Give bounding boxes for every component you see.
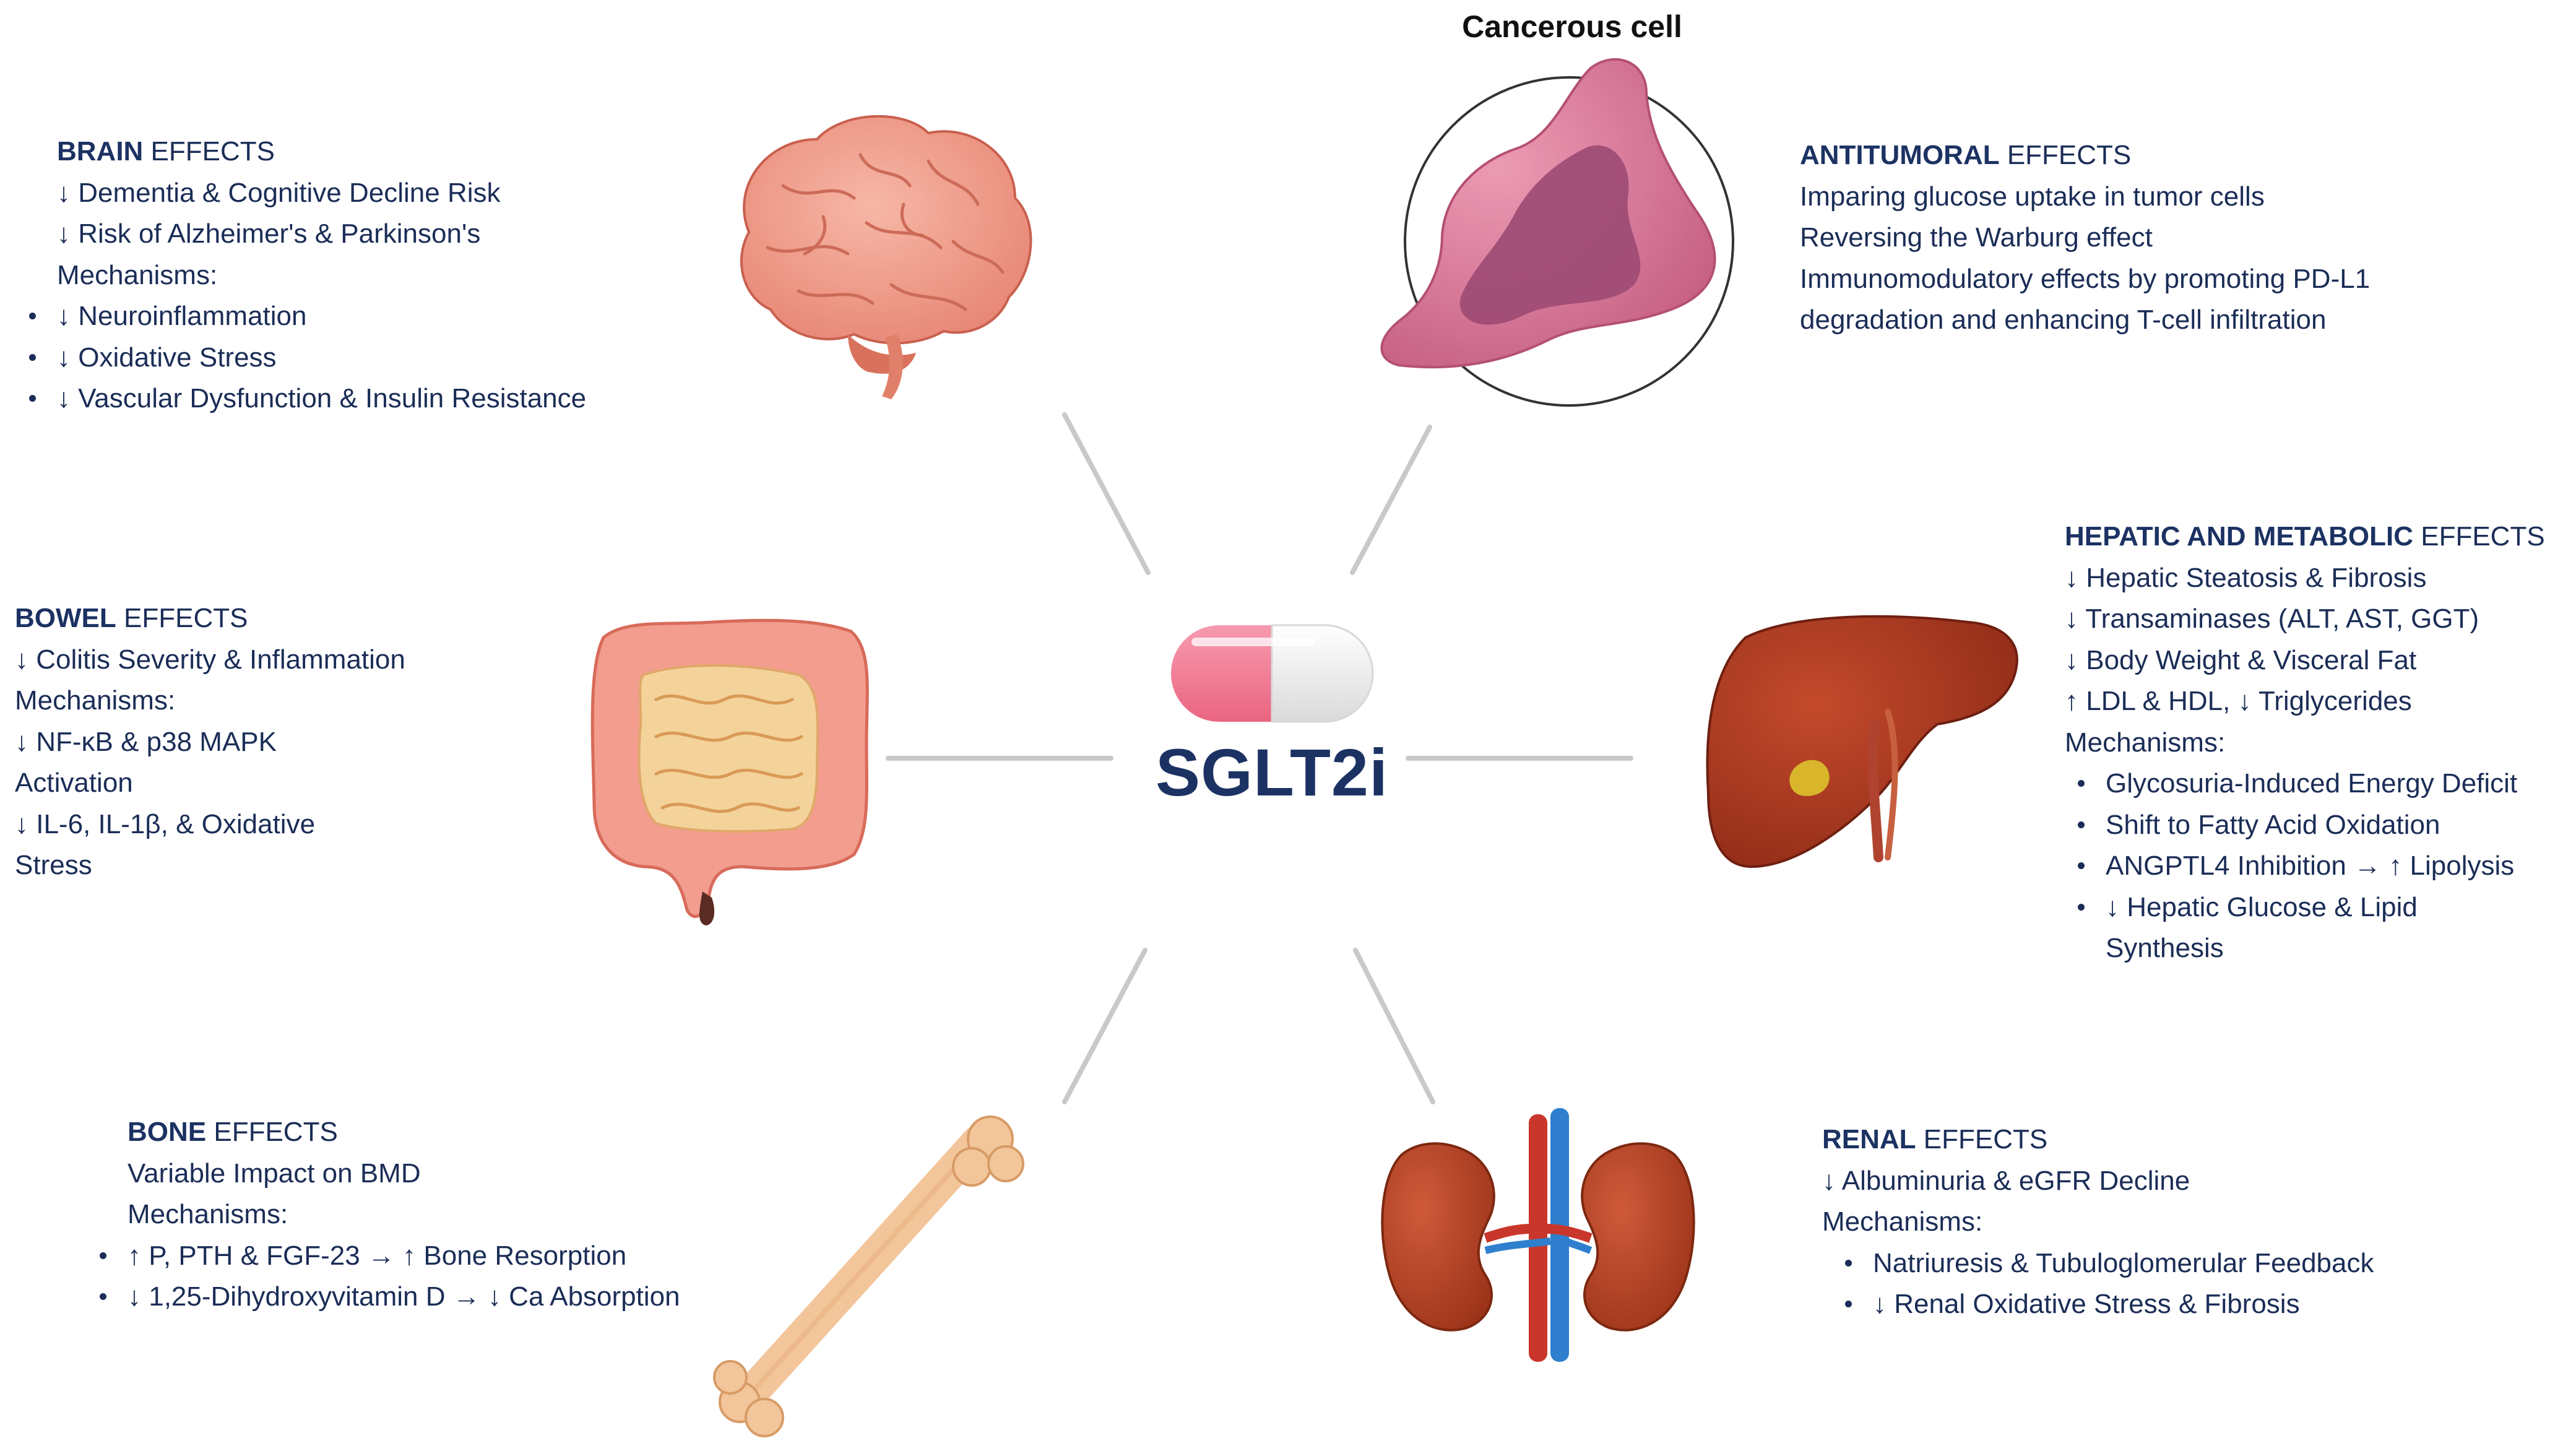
sglt2i-label: SGLT2i (1155, 735, 1389, 810)
bowel-effects-title: BOWEL EFFECTS (15, 603, 248, 633)
bone-mechanisms-list: ↑ P, PTH & FGF-23 → ↑ Bone Resorption ↓ … (100, 1236, 680, 1318)
brain-mechanism-item: ↓ Oxidative Stress (28, 337, 586, 379)
connector-cancer (1350, 425, 1432, 575)
antitumoral-effects-title: ANTITUMORAL EFFECTS (1800, 140, 2132, 170)
hepatic-effects-title: HEPATIC AND METABOLIC EFFECTS (2065, 521, 2545, 552)
hepatic-mechanism-item: ANGPTL4 Inhibition → ↑ Lipolysis (2078, 846, 2545, 887)
cancer-cell-label: Cancerous cell (1462, 9, 1682, 44)
brain-line: Mechanisms: (57, 259, 218, 290)
hepatic-line: ↓ Transaminases (ALT, AST, GGT) (2065, 604, 2479, 634)
cancer-cell-icon (1380, 58, 1734, 407)
antitumoral-effects-panel: ANTITUMORAL EFFECTS Imparing glucose upt… (1800, 135, 2370, 341)
intestine-icon (590, 618, 869, 925)
bowel-line: ↓ Colitis Severity & Inflammation (15, 644, 405, 675)
hepatic-line: ↑ LDL & HDL, ↓ Triglycerides (2065, 686, 2412, 716)
bone-effects-title: BONE EFFECTS (128, 1117, 338, 1147)
brain-effects-title: BRAIN EFFECTS (57, 136, 275, 167)
renal-mechanisms-list: Natriuresis & Tubuloglomerular Feedback … (1822, 1243, 2374, 1325)
hepatic-mechanism-item: Glycosuria-Induced Energy Deficit (2078, 763, 2545, 805)
bone-line: Variable Impact on BMD (128, 1158, 421, 1189)
hepatic-line: ↓ Hepatic Steatosis & Fibrosis (2065, 562, 2427, 593)
liver-icon (1706, 615, 2018, 868)
bowel-line: Mechanisms: (15, 685, 176, 716)
antitumoral-line: Reversing the Warburg effect (1800, 222, 2153, 253)
renal-effects-title: RENAL EFFECTS (1822, 1124, 2048, 1154)
connector-kidney (1353, 948, 1435, 1104)
antitumoral-line: Imparing glucose uptake in tumor cells (1800, 181, 2265, 212)
bone-line: Mechanisms: (128, 1199, 288, 1229)
kidney-icon (1381, 1108, 1695, 1362)
bone-mechanism-item: ↓ 1,25-Dihydroxyvitamin D → ↓ Ca Absorpt… (100, 1276, 680, 1318)
hepatic-line: ↓ Body Weight & Visceral Fat (2065, 644, 2417, 675)
renal-line: ↓ Albuminuria & eGFR Decline (1822, 1165, 2190, 1196)
hepatic-mechanisms-list: Glycosuria-Induced Energy Deficit Shift … (2065, 763, 2545, 969)
renal-mechanism-item: Natriuresis & Tubuloglomerular Feedback (1845, 1243, 2374, 1284)
bowel-effects-panel: BOWEL EFFECTS ↓ Colitis Severity & Infla… (15, 598, 405, 886)
pill-icon (1171, 624, 1374, 723)
connector-brain (1062, 412, 1151, 575)
brain-effects-panel: BRAIN EFFECTS ↓ Dementia & Cognitive Dec… (28, 131, 586, 420)
bone-icon (713, 1115, 1024, 1437)
bone-mechanism-item: ↑ P, PTH & FGF-23 → ↑ Bone Resorption (100, 1236, 680, 1277)
hepatic-mechanism-item: Shift to Fatty Acid Oxidation (2078, 805, 2545, 846)
brain-mechanisms-list: ↓ Neuroinflammation ↓ Oxidative Stress ↓… (28, 296, 586, 420)
hepatic-effects-panel: HEPATIC AND METABOLIC EFFECTS ↓ Hepatic … (2065, 516, 2545, 969)
connector-lines (886, 412, 1633, 1104)
antitumoral-line: Immunomodulatory effects by promoting PD… (1800, 263, 2371, 294)
renal-line: Mechanisms: (1822, 1206, 1983, 1237)
brain-icon (740, 115, 1032, 399)
brain-line: ↓ Dementia & Cognitive Decline Risk (57, 177, 501, 208)
brain-mechanism-item: ↓ Neuroinflammation (28, 296, 586, 337)
hepatic-line: Mechanisms: (2065, 727, 2226, 758)
brain-mechanism-item: ↓ Vascular Dysfunction & Insulin Resista… (28, 378, 586, 420)
renal-effects-panel: RENAL EFFECTS ↓ Albuminuria & eGFR Decli… (1822, 1119, 2374, 1325)
connector-bone (1062, 948, 1148, 1104)
brain-line: ↓ Risk of Alzheimer's & Parkinson's (57, 219, 481, 249)
renal-mechanism-item: ↓ Renal Oxidative Stress & Fibrosis (1845, 1284, 2374, 1325)
antitumoral-line: degradation and enhancing T-cell infiltr… (1800, 305, 2327, 335)
bone-effects-panel: BONE EFFECTS Variable Impact on BMD Mech… (100, 1112, 680, 1318)
